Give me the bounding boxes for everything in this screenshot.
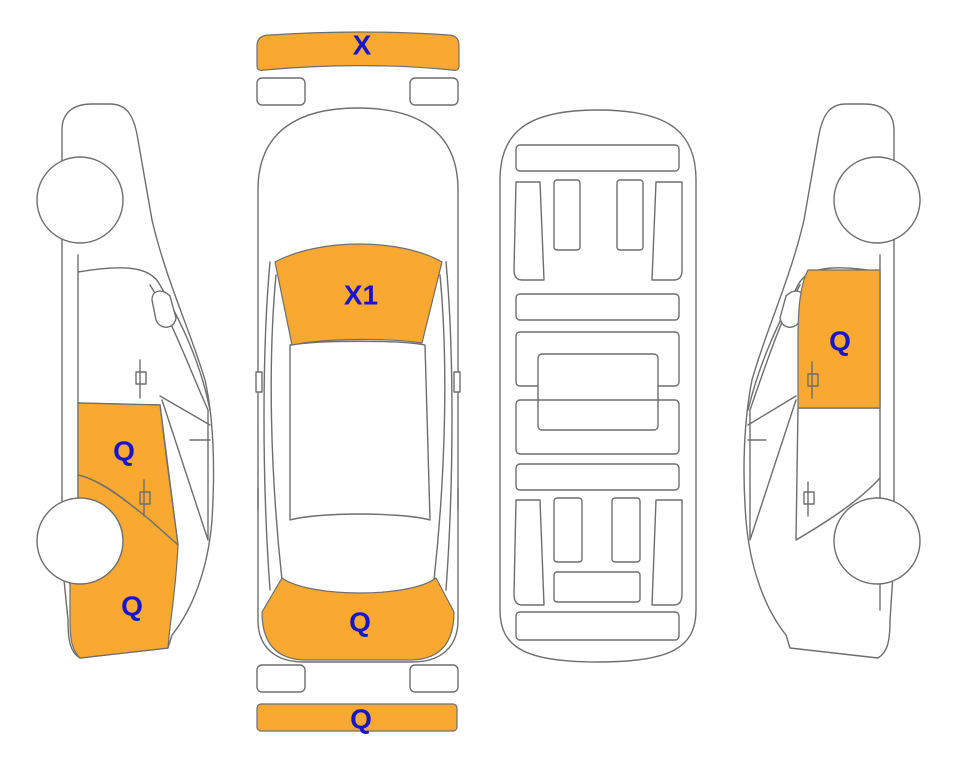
right-rear-door-code: Q [829,326,851,357]
underbody-panel [553,179,581,251]
rear-bumper-code: Q [350,704,372,735]
rear-left-light [256,664,306,693]
left-side-window-inner [159,395,211,441]
front-bumper-code: X [353,30,372,61]
left-side-view: Q Q [36,103,215,659]
underbody-panel [515,399,680,455]
right-side-door-handle-2 [803,481,815,517]
top-view-handles [257,487,459,511]
front-bumper-damage [256,31,460,71]
top-view-body [257,107,459,663]
underbody-front-right-rail [651,181,683,281]
windshield-damage [274,243,443,346]
top-view-roof [289,340,431,521]
right-front-wheel [833,156,921,244]
rear-right-light [409,664,459,693]
underbody-panel [515,611,680,641]
underbody-panel [553,571,641,603]
underbody-panel [515,144,680,172]
front-right-headlight [409,77,459,106]
underbody-rear-left-rail [513,499,545,606]
rear-section-code: Q [349,607,371,638]
front-left-headlight [256,77,306,106]
left-rear-quarter-code: Q [121,591,143,622]
underbody-panel [515,293,680,321]
underbody-view [499,109,697,663]
underbody-panel [611,497,641,563]
top-view-side-lines [263,261,453,591]
underbody-panel [515,463,680,491]
underbody-panel [616,179,644,251]
underbody-rear-right-rail [651,499,683,606]
left-side-mirror [151,290,177,328]
underbody-panel [553,497,583,563]
right-side-view: Q [743,103,921,659]
left-rear-door-code: Q [113,436,135,467]
rear-section-damage [261,577,455,661]
top-view: X X1 Q Q [255,30,461,735]
right-rear-door-damage [797,269,881,409]
right-side-door-handle-1 [807,361,819,399]
underbody-front-left-rail [513,181,545,281]
right-rear-wheel [833,497,921,585]
windshield-code: X1 [344,280,378,311]
rear-bumper-damage [256,703,458,732]
left-rear-wheel [36,497,124,585]
underbody-center-panel [537,353,659,431]
left-side-door-handle-2 [139,479,151,517]
right-side-window-inner [747,395,797,441]
top-view-right-mirror [453,371,461,393]
top-view-left-mirror [255,371,263,393]
left-side-door-handle-1 [135,359,147,399]
left-front-wheel [36,156,124,244]
